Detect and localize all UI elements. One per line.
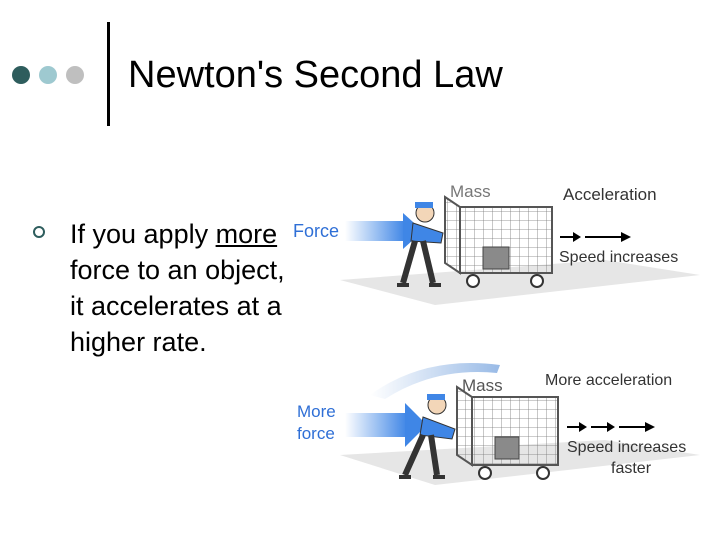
- top-panel: Force Mass Acceleration Speed increases: [293, 182, 700, 305]
- top-force-label: Force: [293, 221, 339, 241]
- bottom-mass-label: Mass: [462, 376, 503, 395]
- bullet-ring-icon: [33, 226, 45, 238]
- decor-dot-teal: [39, 66, 57, 84]
- bullet-emphasis: more: [215, 219, 278, 249]
- bottom-speed-arrows-icon: [567, 422, 655, 432]
- bottom-speed-label-line2: faster: [611, 460, 652, 477]
- bottom-speed-label-line1: Speed increases: [567, 439, 686, 456]
- top-mass-label: Mass: [450, 182, 491, 201]
- bullet-text-part1: If you apply: [70, 219, 216, 249]
- bottom-cart-icon: [456, 385, 559, 480]
- top-speed-arrows-icon: [560, 232, 631, 242]
- bottom-acceleration-label: More acceleration: [545, 372, 672, 389]
- bullet-text-part2: force to an object, it accelerates at a …: [70, 255, 285, 357]
- top-person-icon: [397, 202, 444, 287]
- bottom-force-label-line1: More: [297, 402, 336, 421]
- top-speed-label: Speed increases: [559, 249, 678, 266]
- bottom-force-label-line2: force: [297, 424, 335, 443]
- decor-dots: [12, 66, 84, 84]
- decor-dot-dark: [12, 66, 30, 84]
- slide-title: Newton's Second Law: [128, 54, 503, 96]
- title-divider: [107, 22, 110, 126]
- bottom-person-icon: [399, 394, 456, 479]
- top-acceleration-label: Acceleration: [563, 185, 657, 204]
- decor-dot-gray: [66, 66, 84, 84]
- force-acceleration-illustration: Force Mass Acceleration Speed increases: [293, 182, 700, 485]
- top-cart-icon: [444, 195, 553, 288]
- bottom-force-arrow-icon: [345, 403, 427, 447]
- bottom-panel: More force Mass More acceleration Speed …: [297, 363, 700, 485]
- bullet-text: If you apply more force to an object, it…: [70, 216, 290, 360]
- top-floor: [340, 260, 700, 305]
- bottom-swoosh-icon: [370, 363, 500, 399]
